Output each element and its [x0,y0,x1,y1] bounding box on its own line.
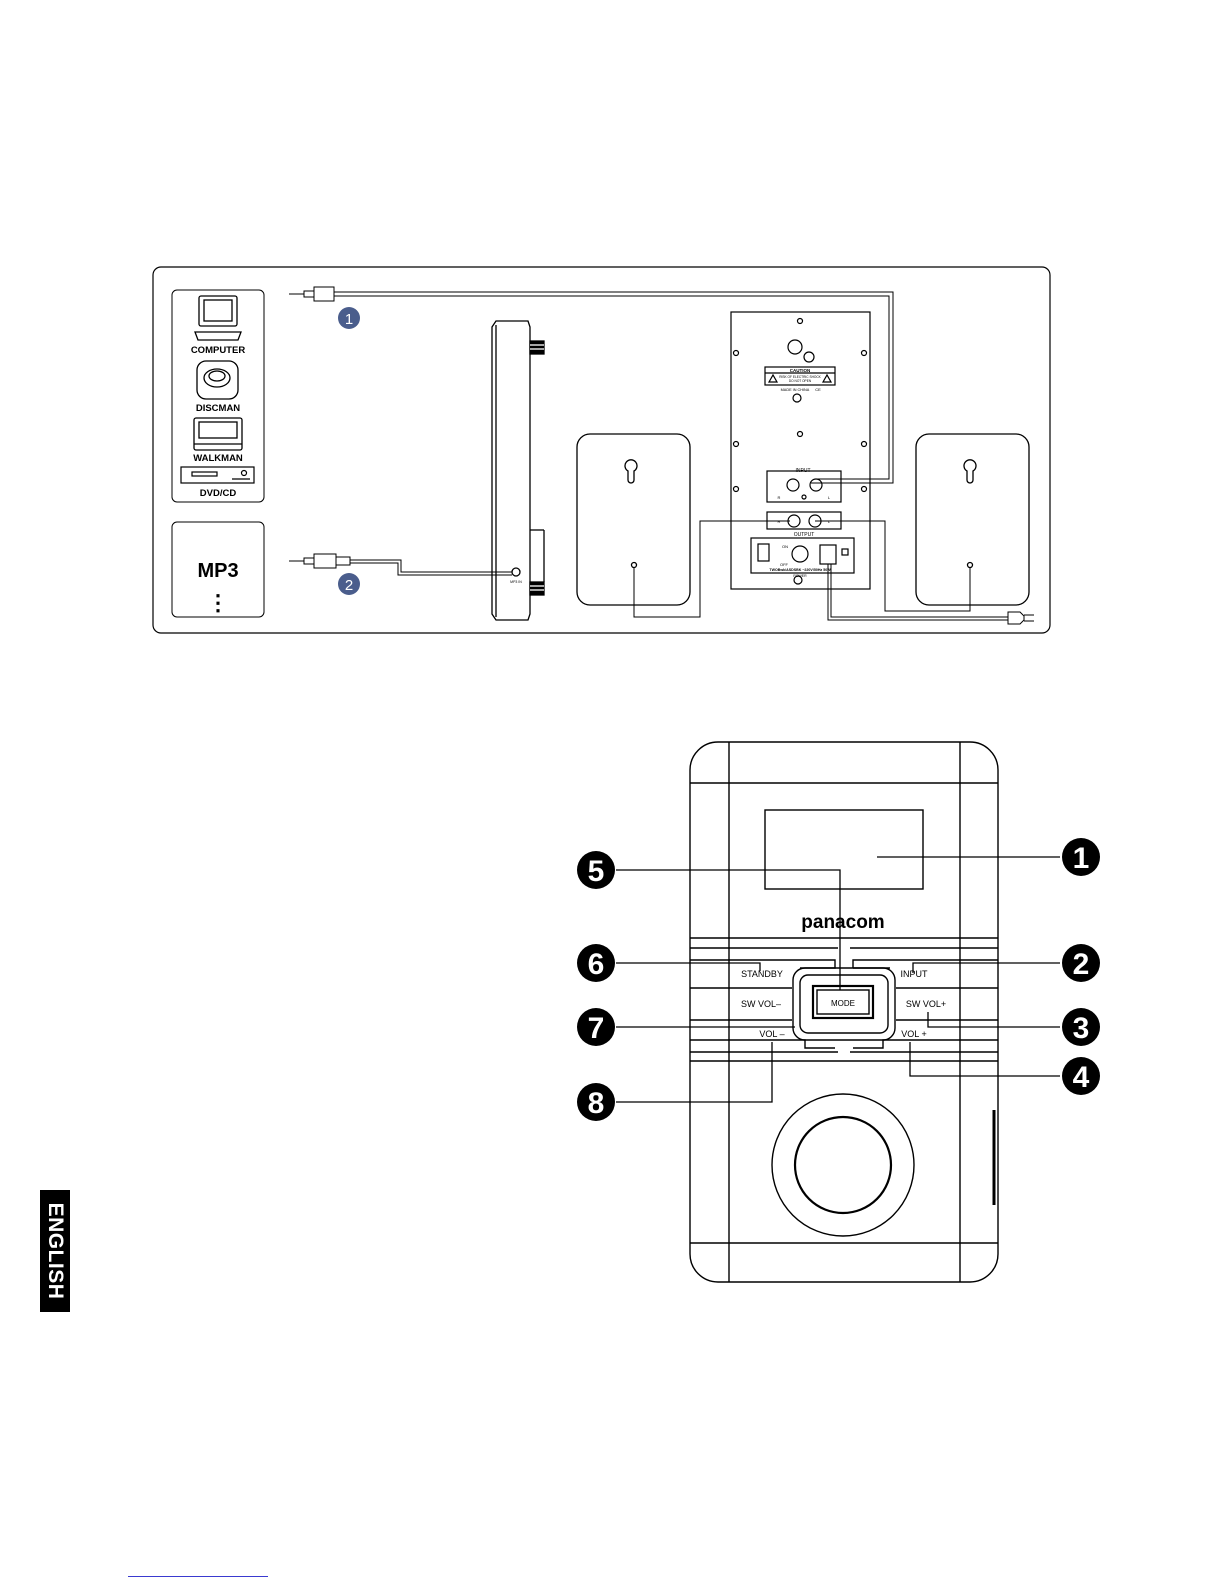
callout-3: 3 [1062,1008,1100,1046]
woofer-cone [795,1117,891,1213]
ce-mark: CE [815,387,821,392]
off-label: OFF [780,562,789,567]
svg-text:1: 1 [1073,842,1090,875]
walkman-icon [194,418,242,450]
input-label: INPUT [796,468,811,474]
rating-label: TWOBwk/ASDSBK ~220V/50Hz 50W [769,568,831,572]
svg-text:3: 3 [1073,1012,1090,1045]
mode-label: MODE [831,999,855,1008]
left-speaker-wire [634,521,790,617]
caution-text-2: DO NOT OPEN [789,379,812,383]
language-tab-label: ENGLISH [43,1203,67,1300]
cable-2-marker-number: 2 [345,577,353,594]
mp3-label: MP3 [197,560,238,582]
display-screen [765,810,923,889]
woofer-ring [772,1094,914,1236]
source-label-dvdcd: DVD/CD [200,488,237,499]
source-label-walkman: WALKMAN [193,453,243,464]
vol-plus-button-outline[interactable] [850,1040,998,1052]
discman-icon [197,361,238,399]
power-label: POWER [793,574,807,578]
source-label-discman: DISCMAN [196,403,240,414]
right-satellite-speaker [916,434,1029,605]
svg-text:5: 5 [588,855,605,888]
sources-box [172,290,264,502]
brand-logo: panacom [801,912,884,933]
vol-minus-button-outline[interactable] [690,1040,838,1052]
output-label: OUTPUT [794,532,815,538]
callout-5: 5 [577,851,615,889]
power-plug-icon [1008,612,1034,624]
dvd-player-icon [181,467,254,483]
callout-7: 7 [577,1008,615,1046]
callout-leaders [616,857,1060,1102]
input-l-label: L [828,495,831,500]
power-cord [828,564,1010,620]
svg-text:7: 7 [588,1012,605,1045]
callout-2: 2 [1062,944,1100,982]
made-in-label: MADE IN CHINA [781,388,810,392]
svg-text:8: 8 [588,1087,605,1120]
output-r-label: R [778,519,781,524]
subwoofer-rear-panel [731,312,870,589]
svg-text:2: 2 [1073,948,1090,981]
connection-diagram: COMPUTER DISCMAN WALKMAN DVD/CD MP3 ⋮ [153,267,1050,633]
right-speaker-wire [815,521,970,611]
cable-1-marker-number: 1 [345,311,353,328]
on-label: ON [782,544,788,549]
language-tab: ENGLISH [40,1190,70,1312]
cable-2-wire [350,560,512,575]
callout-4: 4 [1062,1057,1100,1095]
computer-icon [195,296,241,340]
svg-text:6: 6 [588,948,605,981]
standby-button-outline[interactable] [690,948,838,968]
cable-1-plug [289,287,334,301]
front-panel-diagram [690,742,998,1282]
sw-vol-plus-label: SW VOL+ [906,999,946,1009]
vol-plus-label: VOL + [901,1029,926,1039]
cable-2-plug [289,554,350,568]
input-button-label: INPUT [901,969,929,979]
input-button-outline[interactable] [850,948,998,968]
callout-8: 8 [577,1083,615,1121]
sw-vol-minus-label: SW VOL– [741,999,781,1009]
caution-title: CAUTION [790,368,811,373]
source-label-computer: COMPUTER [191,345,246,356]
front-panel-outline [690,742,998,1282]
footer-link-underline [128,1576,268,1577]
mp3-more-dots: ⋮ [207,590,229,615]
side-jack-label: MP3 IN [510,580,522,584]
callout-1: 1 [1062,838,1100,876]
callout-6: 6 [577,944,615,982]
input-r-label: R [778,495,781,500]
standby-label: STANDBY [741,969,783,979]
svg-text:4: 4 [1073,1061,1090,1094]
vol-minus-label: VOL – [759,1029,784,1039]
